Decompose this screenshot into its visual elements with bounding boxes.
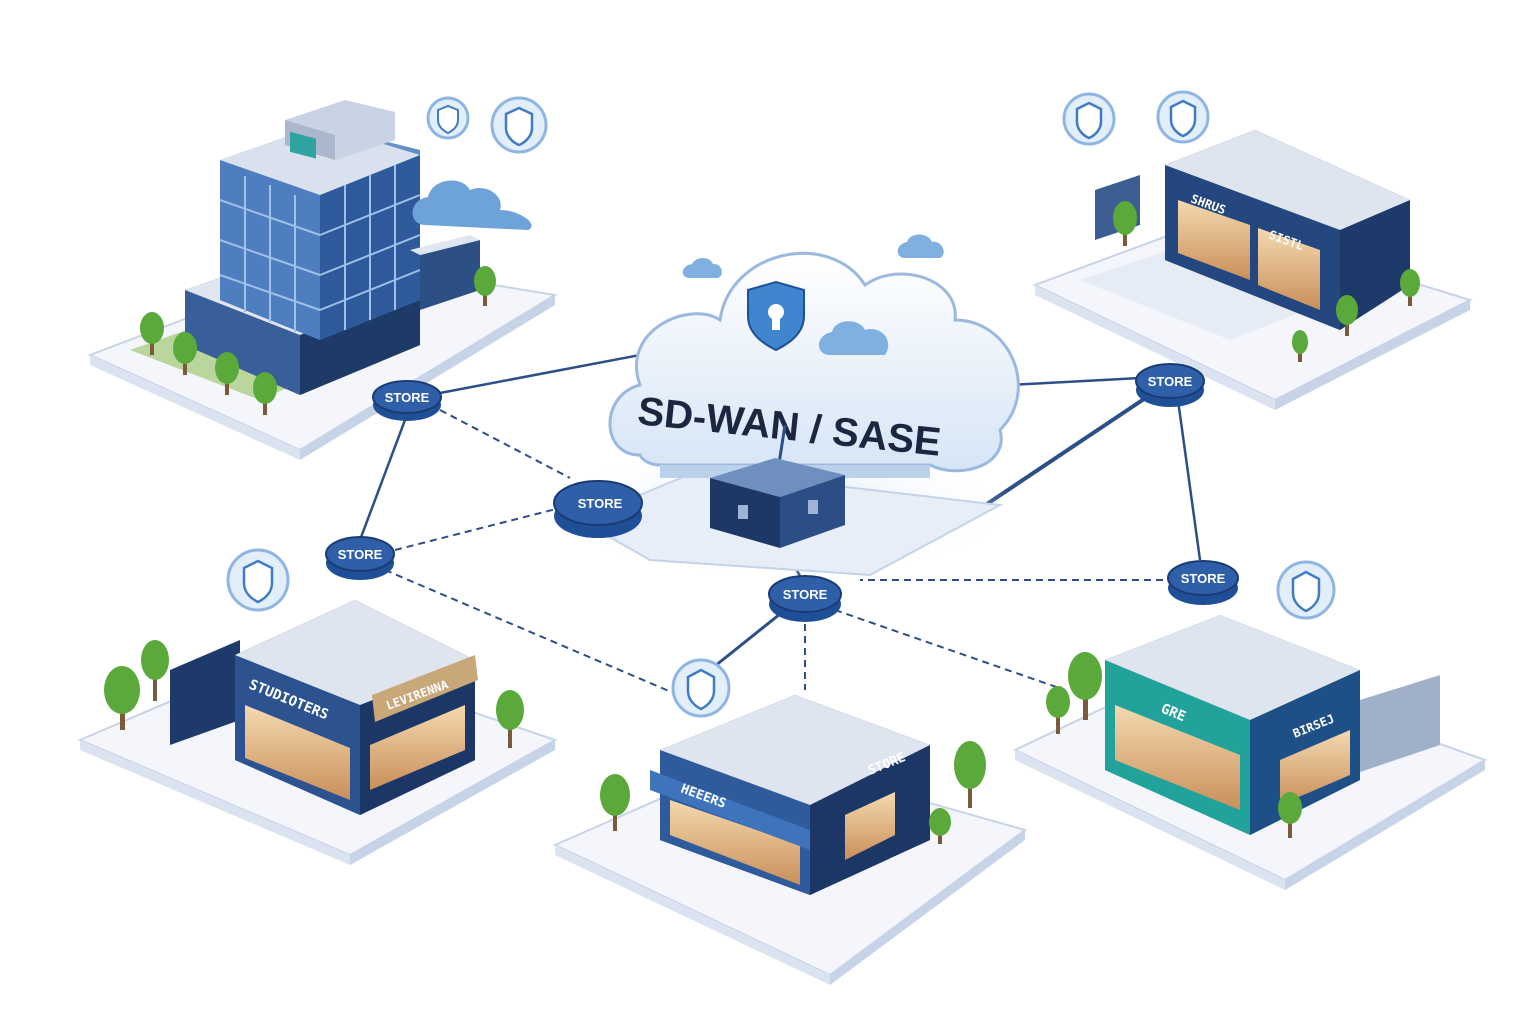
shield-icon <box>1276 560 1336 620</box>
tree-icon <box>1292 330 1308 362</box>
store-node-label: STORE <box>783 587 828 602</box>
store-node-label: STORE <box>385 390 430 405</box>
link-hq-cloud <box>439 353 641 395</box>
tree-icon <box>1400 269 1420 306</box>
tree-icon <box>215 352 239 395</box>
store-node-center[interactable]: STORE <box>768 575 842 622</box>
shield-icon <box>671 658 731 718</box>
store-node-label: STORE <box>1181 571 1226 586</box>
hq-building <box>87 100 558 460</box>
tree-icon <box>600 774 630 831</box>
shield-icon <box>747 280 805 352</box>
store-node-hub[interactable]: STORE <box>553 480 643 538</box>
link-center-store-center <box>709 608 786 672</box>
link-node2-store-center <box>384 569 691 701</box>
tree-icon <box>141 640 169 701</box>
shop-top-right: SHRUS SISTL <box>1032 130 1473 410</box>
tree-icon <box>496 690 524 748</box>
small-cloud-icon <box>682 234 944 355</box>
store-node-label: STORE <box>578 496 623 511</box>
shield-icon <box>426 96 470 140</box>
store-center: HEEERS STORE <box>552 695 1028 985</box>
store-node-label: STORE <box>1148 374 1193 389</box>
store-node-hq[interactable]: STORE <box>372 380 442 421</box>
tree-icon <box>173 332 197 375</box>
store-node-left[interactable]: STORE <box>325 536 395 580</box>
link-node2-hub <box>394 507 561 551</box>
cloud-hub: SD-WAN / SASE <box>540 234 1020 580</box>
tree-icon <box>474 266 496 306</box>
tree-icon <box>1278 792 1302 838</box>
shield-icon <box>226 548 290 612</box>
tree-icon <box>954 741 986 808</box>
store-node-right[interactable]: STORE <box>1167 560 1239 605</box>
tree-icon <box>140 312 164 355</box>
link-hq-node2 <box>358 419 407 541</box>
tree-icon <box>253 372 277 415</box>
tree-icon <box>1113 201 1137 246</box>
tree-icon <box>104 666 140 730</box>
tree-icon <box>1336 295 1358 336</box>
shield-icon <box>1156 90 1210 144</box>
link-hq-hub <box>439 409 571 479</box>
tree-icon <box>929 808 951 844</box>
cloud-icon <box>412 180 532 230</box>
store-node-top-right[interactable]: STORE <box>1135 363 1205 407</box>
tree-icon <box>1068 652 1102 720</box>
store-left: STUDIOTERS LEVIRENNA <box>77 600 558 865</box>
server-box-icon <box>710 458 845 548</box>
link-center-node-store-right <box>834 609 1066 691</box>
link-cloud-node-tr <box>1009 376 1141 387</box>
tree-icon <box>1046 686 1070 734</box>
store-node-label: STORE <box>338 547 383 562</box>
shield-icon <box>490 96 548 154</box>
shield-icon <box>1062 92 1116 146</box>
link-node-tr-node-r <box>1176 399 1202 561</box>
store-right: GRE BIRSEJ <box>1012 615 1488 890</box>
